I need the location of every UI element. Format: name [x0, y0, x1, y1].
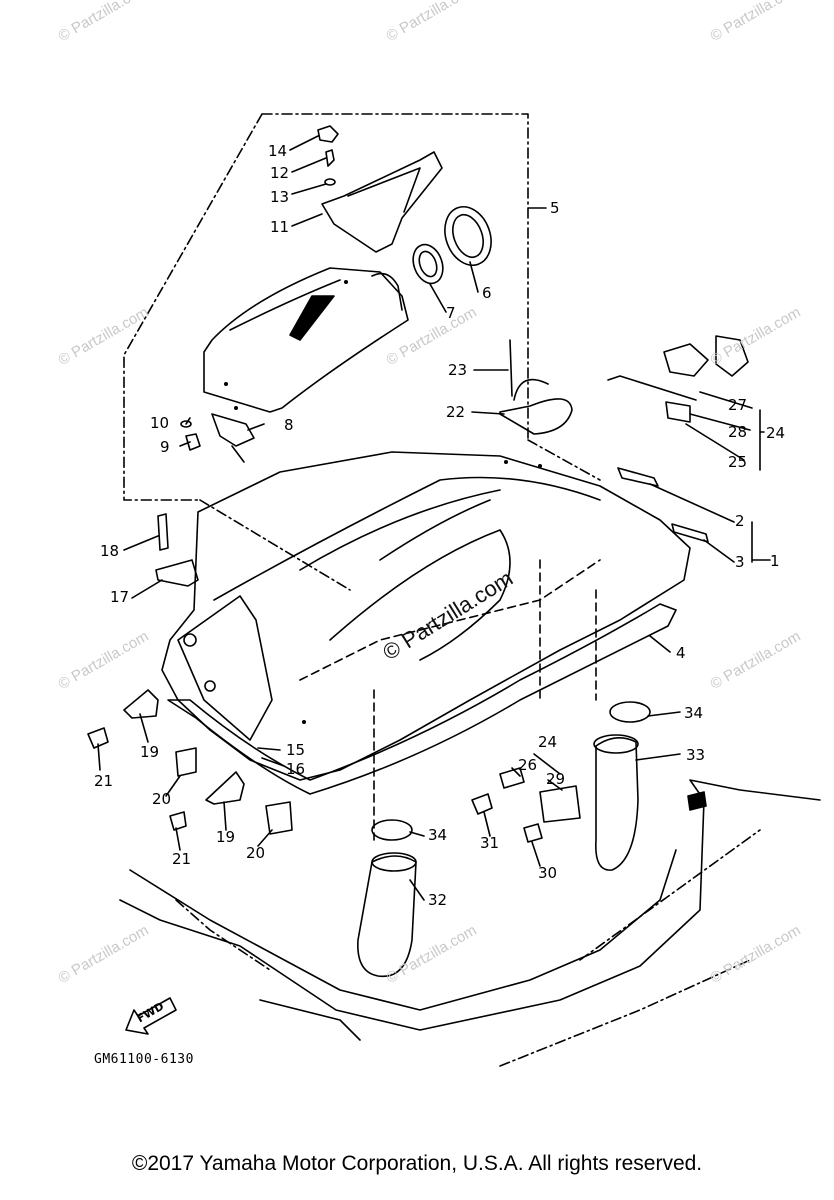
assembly-5-dash-box	[123, 113, 529, 501]
plate-20-lower	[265, 801, 293, 835]
callout-4: 4	[676, 644, 686, 662]
diagram-code: GM61100-6130	[94, 1052, 194, 1067]
bolt-21-upper	[87, 727, 109, 749]
callout-27: 27	[728, 396, 748, 414]
callout-20-lower: 20	[246, 844, 266, 862]
callout-34-upper: 34	[684, 704, 704, 722]
washer-13	[324, 178, 336, 186]
callout-5: 5	[550, 199, 560, 217]
grommet-2	[617, 467, 659, 487]
bolt-9	[185, 433, 201, 451]
callout-9: 9	[160, 438, 170, 456]
plate-28	[665, 401, 691, 423]
cap-14	[317, 125, 339, 143]
bolt-21-lower	[169, 811, 187, 831]
screw-12	[325, 149, 335, 167]
callout-24-lower: 24	[538, 733, 558, 751]
callout-22: 22	[446, 403, 466, 421]
seal-gasket-4	[167, 603, 677, 795]
callout-8: 8	[284, 416, 294, 434]
plate-20-upper	[175, 747, 197, 777]
fill-accents	[224, 280, 542, 724]
washer-10	[180, 420, 192, 428]
grommet-3	[671, 523, 709, 543]
air-duct-housing	[203, 267, 409, 413]
callout-34-lower: 34	[428, 826, 448, 844]
bolt-18	[157, 513, 169, 551]
callout-6: 6	[482, 284, 492, 302]
callout-16: 16	[286, 760, 306, 778]
ring-7	[412, 243, 444, 285]
callout-21-lower: 21	[172, 850, 192, 868]
copyright-notice: ©2017 Yamaha Motor Corporation, U.S.A. A…	[131, 1152, 703, 1175]
callout-20-upper: 20	[152, 790, 172, 808]
ring-6	[444, 206, 492, 266]
callout-13: 13	[270, 188, 290, 206]
bracket-19-lower	[205, 771, 245, 805]
callout-15: 15	[286, 741, 306, 759]
clamp-34-upper	[609, 701, 651, 723]
callout-18: 18	[100, 542, 120, 560]
nut-30	[523, 823, 543, 843]
callout-26: 26	[518, 756, 538, 774]
bolt-23	[509, 339, 513, 397]
callout-11: 11	[270, 218, 290, 236]
engine-hood	[161, 451, 691, 781]
callout-1: 1	[770, 552, 780, 570]
clamp-34-lower	[371, 819, 413, 841]
callout-10: 10	[150, 414, 170, 432]
callout-19-lower: 19	[216, 828, 236, 846]
callout-21-upper: 21	[94, 772, 114, 790]
callout-14: 14	[268, 142, 288, 160]
callout-24-right: 24	[766, 424, 786, 442]
callout-2: 2	[735, 512, 745, 530]
bracket-17	[155, 559, 199, 587]
callout-28: 28	[728, 423, 748, 441]
callout-29: 29	[546, 770, 566, 788]
plate-29	[539, 785, 581, 823]
latch-27	[663, 343, 709, 377]
bracket-11	[321, 151, 443, 253]
callout-23: 23	[448, 361, 468, 379]
callout-3: 3	[735, 553, 745, 571]
callout-17: 17	[110, 588, 130, 606]
callout-19-upper: 19	[140, 743, 160, 761]
bracket-19-upper	[123, 689, 159, 719]
handle-22	[499, 398, 573, 435]
callout-12: 12	[270, 164, 290, 182]
callout-31: 31	[480, 834, 500, 852]
hose-32	[357, 855, 417, 978]
bracket-8	[211, 413, 255, 447]
hose-33	[595, 737, 639, 871]
fwd-arrow	[125, 997, 177, 1035]
callout-30: 30	[538, 864, 558, 882]
callout-32: 32	[428, 891, 448, 909]
callout-7: 7	[446, 304, 456, 322]
bolt-31	[471, 793, 493, 815]
callout-25: 25	[728, 453, 748, 471]
callout-33: 33	[686, 746, 706, 764]
